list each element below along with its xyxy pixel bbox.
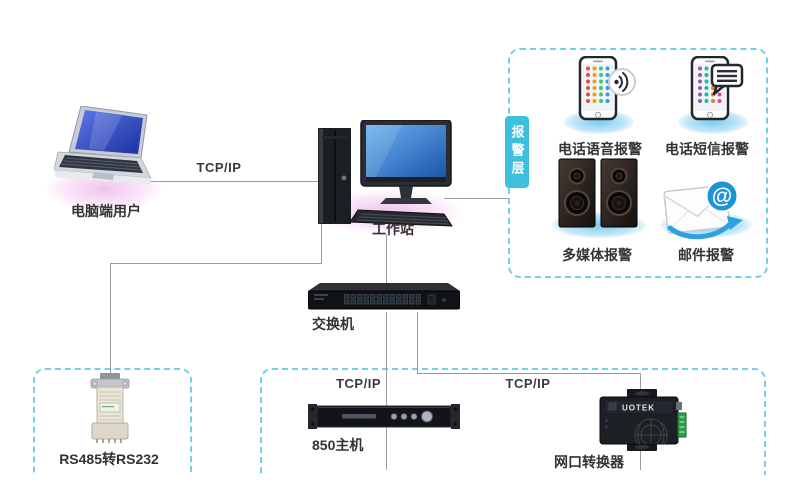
alarm-item-label: 邮件报警 [678,247,734,263]
connector-laptop-workstation [150,181,322,182]
switch-label: 交换机 [312,316,354,332]
keyboard-icon [349,209,453,227]
alarm-item-label: 电话语音报警 [558,141,642,157]
connector-workstation-switch [386,234,387,285]
alarm-item-label: 多媒体报警 [562,247,632,263]
host-850-icon [308,404,460,429]
at-sign-glyph: @ [712,185,732,208]
connector-tower-down [321,224,322,263]
connector-switch-host [386,312,387,470]
laptop-icon [54,106,152,185]
workstation-icon [318,120,453,227]
ethernet-converter-label: 网口转换器 [554,454,624,470]
monitor-icon [360,120,452,204]
rs485-converter-label: RS485转RS232 [59,451,159,467]
link-label-switch-host: TCP/IP [336,376,381,391]
rs485-group-box [33,368,192,475]
laptop-label: 电脑端用户 [71,203,141,219]
host-group-box [260,368,766,475]
uotek-brand-text: UOTEK [622,404,655,413]
switch-icon [308,283,460,310]
connector-workstation-alarm [444,198,508,199]
phone-voice-icon [578,56,636,121]
phone-sms-icon [690,56,744,121]
connector-branch-horizontal [417,373,641,374]
alarm-layer-tab: 报警层 [505,116,529,188]
host-850-label: 850主机 [312,437,364,453]
alarm-item-label: 电话短信报警 [665,141,749,157]
connector-rs485-vertical [110,263,111,375]
link-label-laptop-workstation: TCP/IP [196,160,242,175]
connector-switch-branch-vertical [417,312,418,374]
speaker-left [558,158,596,228]
rs485-converter-icon [90,373,130,443]
link-label-switch-ethernet-converter: TCP/IP [505,376,551,391]
workstation-label: 工作站 [372,221,414,237]
ethernet-converter-icon: UOTEK [599,389,687,451]
email-icon: @ [663,179,743,240]
tower-icon [318,128,351,224]
speaker-right [600,158,638,228]
connector-tower-rs485-horizontal [110,263,322,264]
speakers-icon [558,158,638,228]
